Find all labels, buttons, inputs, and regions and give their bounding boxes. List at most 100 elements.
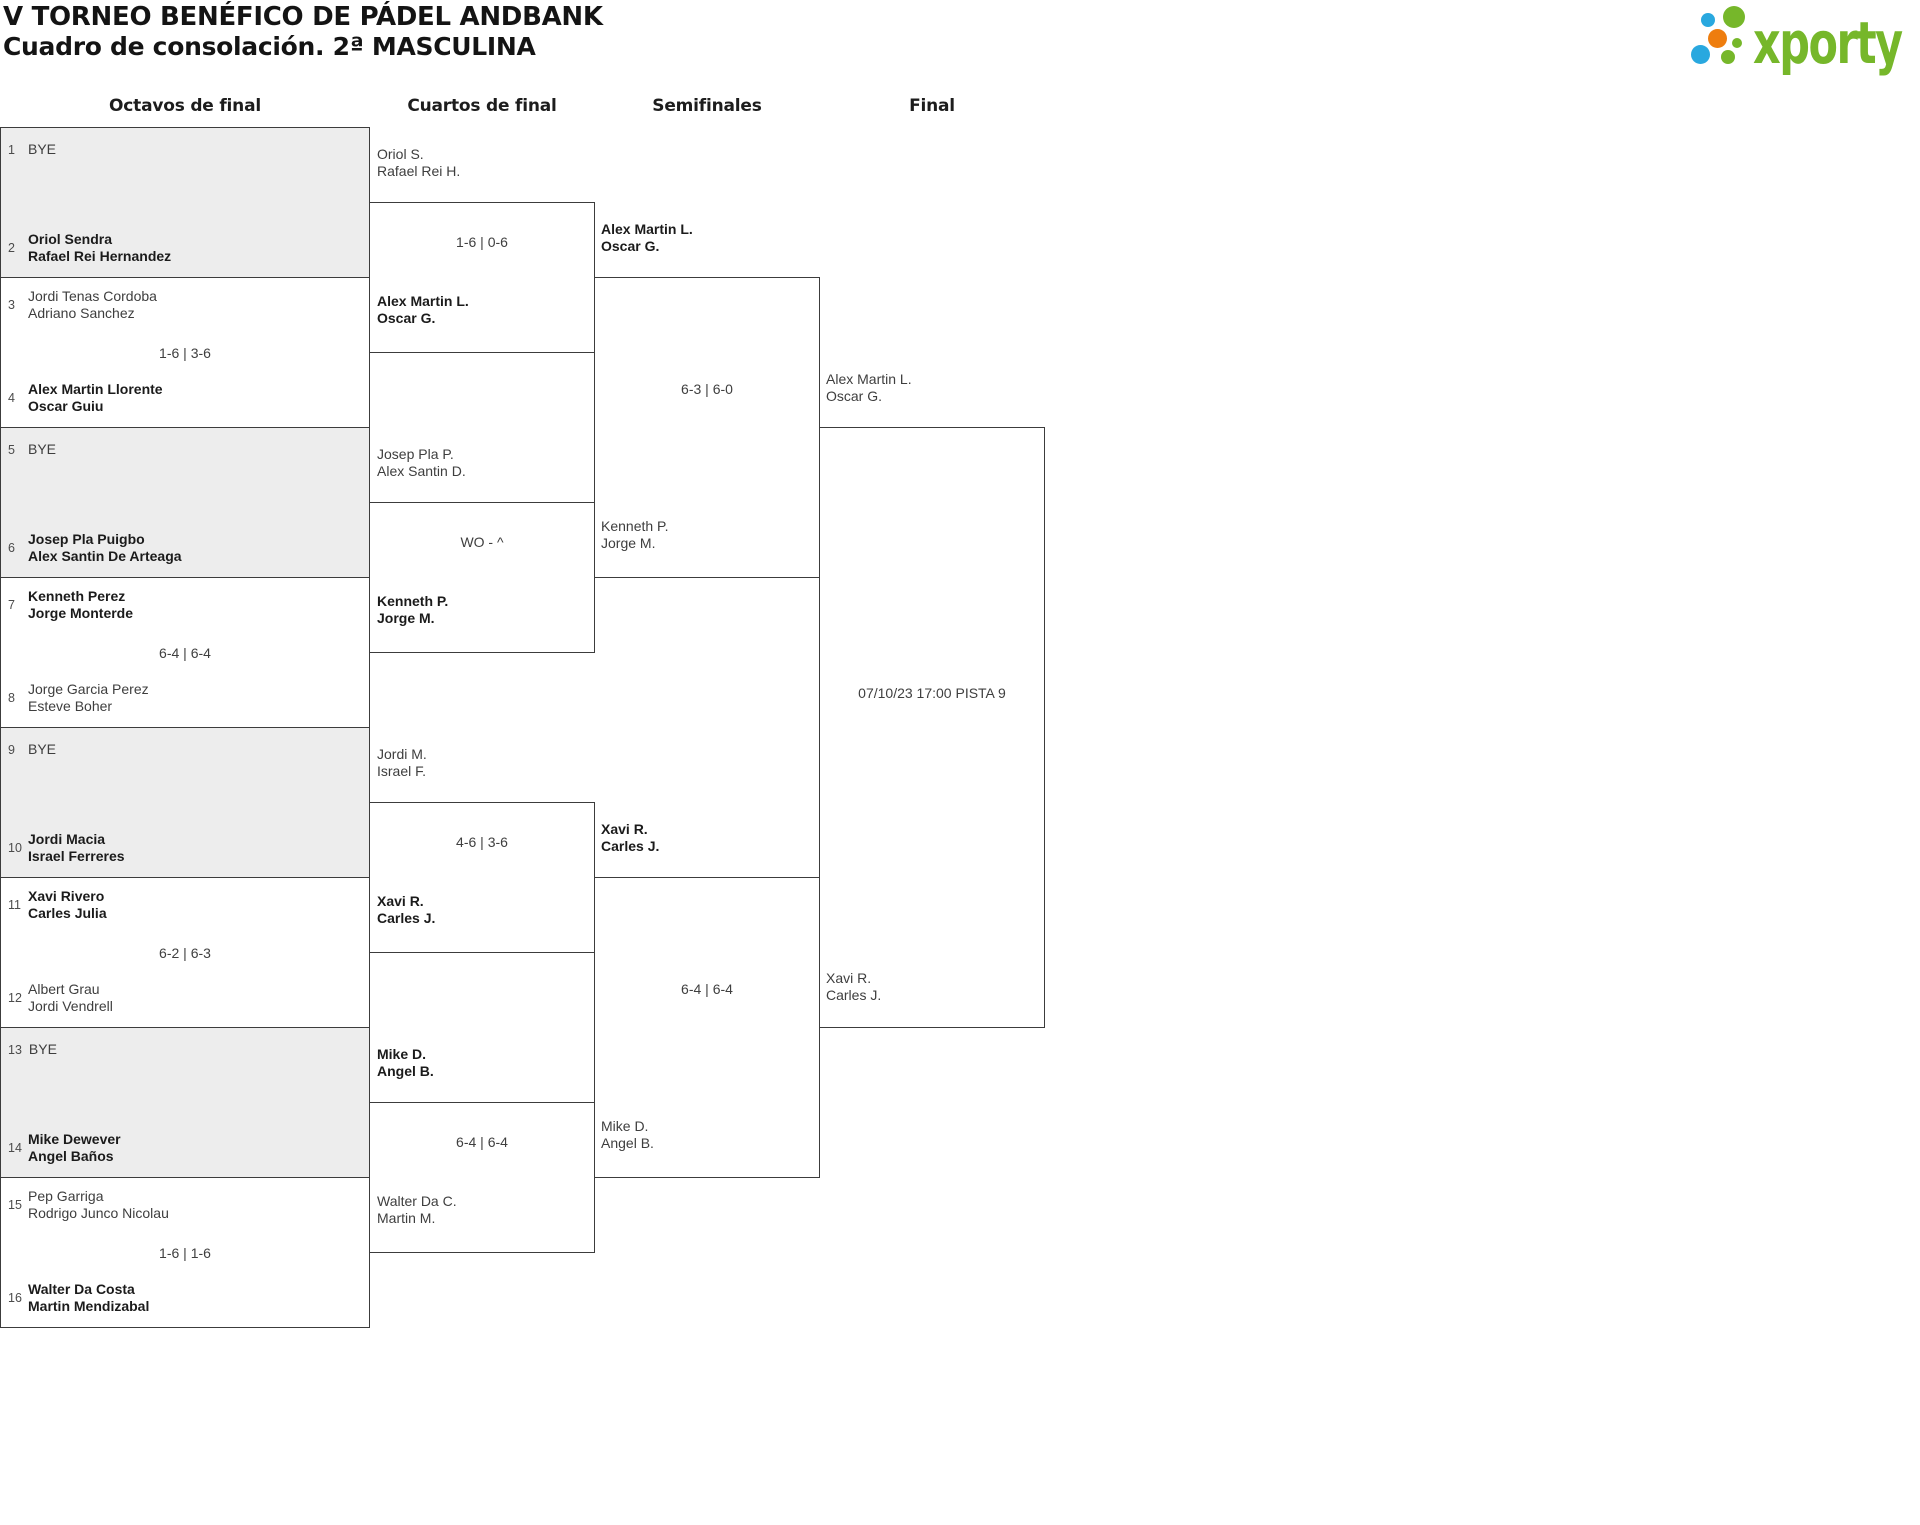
player-name: Carles J. [601,838,660,854]
match-score: 6-4 | 6-4 [159,645,211,661]
player-name: Jordi Tenas Cordoba [28,288,157,304]
team-slot: 15 Pep Garriga Rodrigo Junco Nicolau [1,1188,369,1222]
column-header-semifinales: Semifinales [652,96,762,116]
logo-dot-green-big [1723,6,1745,28]
logo-dot-green-bottom [1721,50,1735,64]
match-score: 6-2 | 6-3 [159,945,211,961]
logo-dot-orange [1708,29,1727,48]
player-name: Israel Ferreres [28,848,125,864]
final-bottom-team: Xavi R. Carles J. [826,970,881,1004]
player-name: Kenneth P. [601,518,669,534]
team-names: Pep Garriga Rodrigo Junco Nicolau [28,1188,369,1222]
player-name: Rafael Rei Hernandez [28,248,172,264]
logo-dot-blue-bottom [1691,45,1710,64]
match-score: 1-6 | 0-6 [456,234,508,250]
sf-match-2 [594,877,820,1178]
player-name: Adriano Sanchez [28,305,135,321]
team-slot: 2 Oriol Sendra Rafael Rei Hernandez [1,231,369,265]
match-score: WO - ^ [460,534,504,550]
team-names: Jorge Garcia Perez Esteve Boher [28,681,369,715]
player-name: Jordi Macia [28,831,106,847]
qf3-bottom-team: Xavi R. Carles J. [377,893,435,927]
player-name: Alex Martin Llorente [28,381,163,397]
team-names: Albert Grau Jordi Vendrell [28,981,369,1015]
seed-number: 2 [8,241,15,255]
player-name: Walter Da C. [377,1193,457,1209]
player-name: Martin M. [377,1210,436,1226]
r16-match-6: 11 Xavi Rivero Carles Julia 6-2 | 6-3 12… [0,877,370,1028]
player-name: Jorge M. [377,610,435,626]
player-name: Jorge Garcia Perez [28,681,149,697]
final-schedule: 07/10/23 17:00 PISTA 9 [858,685,1006,701]
sf-match-1 [594,277,820,578]
player-name: Mike D. [601,1118,649,1134]
match-score: 6-4 | 6-4 [456,1134,508,1150]
qf4-bottom-team: Walter Da C. Martin M. [377,1193,457,1227]
player-name: Kenneth P. [377,593,449,609]
bye-label: BYE [28,741,57,757]
final-match [819,427,1045,1028]
team-slot: 8 Jorge Garcia Perez Esteve Boher [1,681,369,715]
player-name: Oriol Sendra [28,231,113,247]
match-score: 4-6 | 3-6 [456,834,508,850]
sf1-bottom-team: Kenneth P. Jorge M. [601,518,668,552]
r16-match-8: 15 Pep Garriga Rodrigo Junco Nicolau 1-6… [0,1177,370,1328]
bye-label: BYE [28,1041,57,1057]
player-name: Alex Martin L. [377,293,469,309]
seed-number: 3 [8,298,15,312]
team-names: Oriol Sendra Rafael Rei Hernandez [28,231,369,265]
team-names: Xavi Rivero Carles Julia [28,888,369,922]
player-name: Esteve Boher [28,698,113,714]
xporty-logo[interactable]: xporty [1690,2,1915,77]
player-name: Xavi R. [826,970,872,986]
column-header-cuartos: Cuartos de final [407,96,557,116]
bye-label: BYE [28,141,57,157]
logo-dot-blue-top [1701,13,1715,27]
team-slot: 3 Jordi Tenas Cordoba Adriano Sanchez [1,288,369,322]
seed-number: 10 [8,841,22,855]
qf-match-4 [369,1102,595,1253]
team-slot: 11 Xavi Rivero Carles Julia [1,888,369,922]
match-score: 6-3 | 6-0 [681,381,733,397]
page-subtitle: Cuadro de consolación. 2ª MASCULINA [3,32,536,61]
player-name: Josep Pla Puigbo [28,531,145,547]
r16-match-4: 7 Kenneth Perez Jorge Monterde 6-4 | 6-4… [0,577,370,728]
player-name: Oscar G. [826,388,883,404]
qf1-top-team: Oriol S. Rafael Rei H. [377,146,460,180]
seed-number: 15 [8,1198,22,1212]
sf2-bottom-team: Mike D. Angel B. [601,1118,654,1152]
match-score: 6-4 | 6-4 [681,981,733,997]
bye-label: BYE [28,441,57,457]
player-name: Rodrigo Junco Nicolau [28,1205,169,1221]
logo-wordmark: xporty [1753,9,1903,77]
match-score: 1-6 | 1-6 [159,1245,211,1261]
sf1-top-team: Alex Martin L. Oscar G. [601,221,693,255]
seed-number: 8 [8,691,15,705]
player-name: Alex Santin De Arteaga [28,548,182,564]
player-name: Albert Grau [28,981,100,997]
seed-number: 14 [8,1141,22,1155]
r16-match-2: 3 Jordi Tenas Cordoba Adriano Sanchez 1-… [0,277,370,428]
player-name: Josep Pla P. [377,446,454,462]
qf2-top-team: Josep Pla P. Alex Santin D. [377,446,466,480]
player-name: Oriol S. [377,146,424,162]
player-name: Xavi Rivero [28,888,105,904]
player-name: Walter Da Costa [28,1281,135,1297]
team-names: Mike Dewever Angel Baños [28,1131,369,1165]
team-names: Walter Da Costa Martin Mendizabal [28,1281,369,1315]
team-slot: 7 Kenneth Perez Jorge Monterde [1,588,369,622]
player-name: Pep Garriga [28,1188,104,1204]
bye-slot: 1 BYE [8,141,56,159]
team-slot: 12 Albert Grau Jordi Vendrell [1,981,369,1015]
player-name: Oscar G. [377,310,436,326]
r16-match-1: 1 BYE 2 Oriol Sendra Rafael Rei Hernandez [0,127,370,278]
sf2-top-team: Xavi R. Carles J. [601,821,659,855]
seed-number: 1 [8,143,15,157]
seed-number: 7 [8,598,15,612]
qf4-top-team: Mike D. Angel B. [377,1046,434,1080]
player-name: Carles J. [826,987,882,1003]
